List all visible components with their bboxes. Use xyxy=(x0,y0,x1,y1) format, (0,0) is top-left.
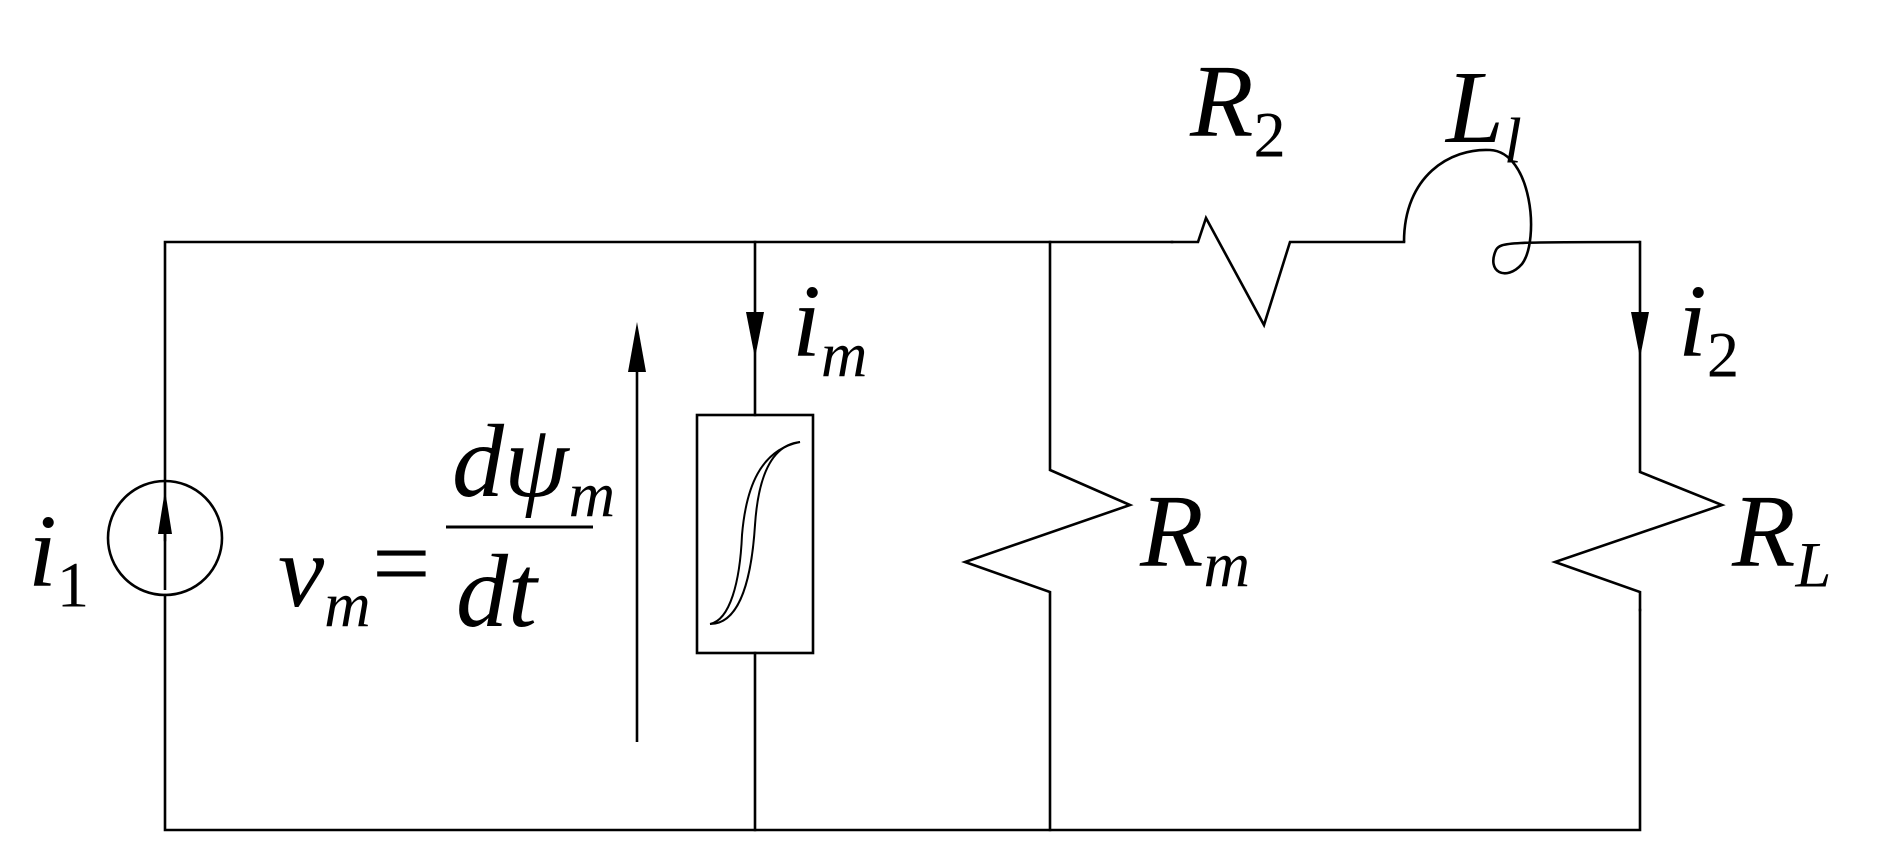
label-im: im xyxy=(792,264,868,391)
r2-resistor xyxy=(1170,214,1406,329)
rm-resistor xyxy=(961,240,1134,832)
label-i1: i1 xyxy=(28,494,90,621)
label-denominator: dt xyxy=(456,534,537,649)
label-R2: R2 xyxy=(1190,44,1286,171)
current-source-arrow-head xyxy=(158,490,172,534)
left-wire-bottom xyxy=(163,593,1642,832)
saturation-curve-icon xyxy=(709,441,801,625)
label-Rm: Rm xyxy=(1140,474,1251,601)
saturation-curve-icon-inner xyxy=(709,441,801,625)
vm-arrow-head xyxy=(628,322,646,372)
label-RL: RL xyxy=(1732,474,1832,601)
label-numerator: dψm xyxy=(452,404,616,531)
rl-resistor xyxy=(1551,240,1726,612)
ll-inductor xyxy=(1402,148,1641,275)
label-i2: i2 xyxy=(1678,264,1740,391)
label-Ll: Ll xyxy=(1446,50,1522,177)
label-equals: = xyxy=(372,506,431,621)
left-wire-top xyxy=(163,240,1174,542)
label-vm: vm xyxy=(278,514,371,641)
current-source-circle xyxy=(106,479,224,597)
i2-arrow-head xyxy=(1631,312,1649,358)
im-arrow-head xyxy=(746,312,764,358)
